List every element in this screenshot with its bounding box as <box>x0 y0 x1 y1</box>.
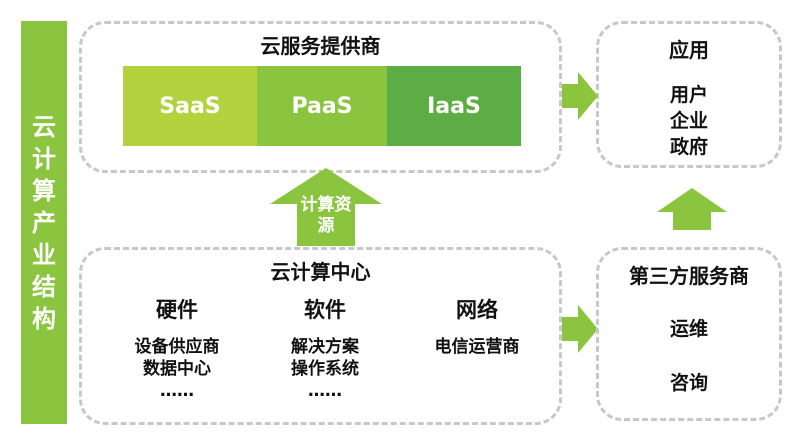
datacenter-column-software: 软件 解决方案 操作系统 …… <box>260 294 390 402</box>
right-arrow-icon <box>562 305 598 353</box>
application-title: 应用 <box>669 38 709 62</box>
datacenter-column-hardware: 硬件 设备供应商 数据中心 …… <box>112 294 242 402</box>
datacenter-box: 云计算中心 硬件 设备供应商 数据中心 …… 软件 解决方案 操作系统 …… 网… <box>79 247 562 425</box>
sidebar-label: 云计算产业结构 <box>32 112 56 333</box>
tier-saas: SaaS <box>123 66 257 146</box>
tier-paas: PaaS <box>257 66 387 146</box>
network-item: 电信运营商 <box>434 337 520 357</box>
software-item: 操作系统 <box>291 359 359 379</box>
software-item: …… <box>308 381 342 401</box>
application-item-enterprise: 企业 <box>669 110 708 132</box>
application-item-user: 用户 <box>669 84 708 106</box>
software-item: 解决方案 <box>291 337 359 357</box>
hardware-item: 数据中心 <box>143 359 211 379</box>
datacenter-column-network: 网络 电信运营商 <box>412 294 542 358</box>
third-party-item-ops: 运维 <box>669 318 708 340</box>
hardware-heading: 硬件 <box>156 298 198 322</box>
hardware-item: 设备供应商 <box>134 337 220 357</box>
hardware-item: …… <box>160 381 194 401</box>
application-item-government: 政府 <box>669 136 708 158</box>
software-heading: 软件 <box>304 298 346 322</box>
application-box: 应用 用户 企业 政府 <box>596 21 782 168</box>
tier-iaas: IaaS <box>387 66 521 146</box>
third-party-title: 第三方服务商 <box>629 264 749 288</box>
up-arrow-icon <box>657 188 727 230</box>
network-heading: 网络 <box>456 298 498 322</box>
third-party-box: 第三方服务商 运维 咨询 <box>596 247 782 421</box>
sidebar-label-bar: 云计算产业结构 <box>21 21 67 424</box>
datacenter-title: 云计算中心 <box>270 260 371 284</box>
application-items: 用户 企业 政府 <box>599 82 779 160</box>
cloud-provider-title: 云服务提供商 <box>260 34 381 58</box>
third-party-item-consulting: 咨询 <box>669 372 708 394</box>
right-arrow-icon <box>562 72 598 120</box>
cloud-provider-box: 云服务提供商 SaaS PaaS IaaS <box>79 21 562 173</box>
compute-resource-arrow-icon <box>270 168 382 246</box>
compute-resource-label: 计算资源 <box>300 195 352 236</box>
